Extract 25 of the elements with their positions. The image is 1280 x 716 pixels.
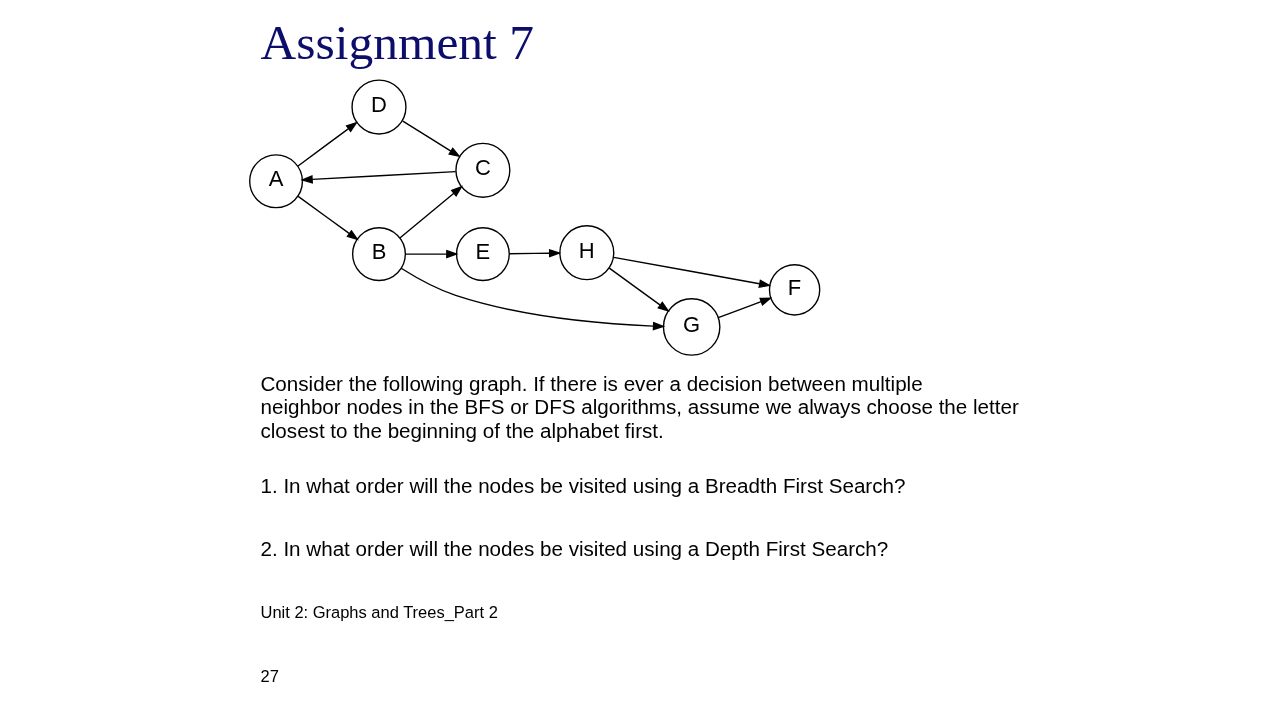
- label: 2. In what order will the nodes be visited using a Depth First Search?: [259, 536, 888, 560]
- diagram-title: Assignment 7: [260, 14, 534, 70]
- arrow: [296, 121, 358, 167]
- node-circle: G: [662, 298, 721, 356]
- arrow: [297, 195, 359, 241]
- label: Consider the following graph. If there is ever a decision between multiple neighbor nodes in the BFS or DFS algorithms, assume we always choose the letter closest to the beginning of the alphabet first.: [259, 371, 1019, 442]
- arrow: [398, 185, 463, 239]
- arrow: [608, 267, 670, 313]
- node-circle: H: [558, 225, 614, 281]
- arrow: [399, 267, 665, 331]
- node-circle: C: [454, 142, 510, 198]
- node-circle: A: [248, 154, 303, 209]
- arrow: [717, 297, 772, 319]
- node-circle: F: [768, 264, 820, 316]
- node-circle: D: [350, 79, 407, 135]
- arrow: [612, 256, 771, 288]
- label: Unit 2: Graphs and Trees_Part 2: [259, 603, 498, 622]
- label: 1. In what order will the nodes be visited using a Breadth First Search?: [259, 473, 905, 497]
- arrow: [508, 248, 561, 258]
- arrow: [299, 170, 456, 184]
- arrow: [401, 120, 461, 158]
- arrow: [404, 249, 459, 259]
- node-circle: B: [351, 227, 406, 282]
- label: 27: [259, 666, 279, 685]
- node-circle: E: [455, 227, 510, 282]
